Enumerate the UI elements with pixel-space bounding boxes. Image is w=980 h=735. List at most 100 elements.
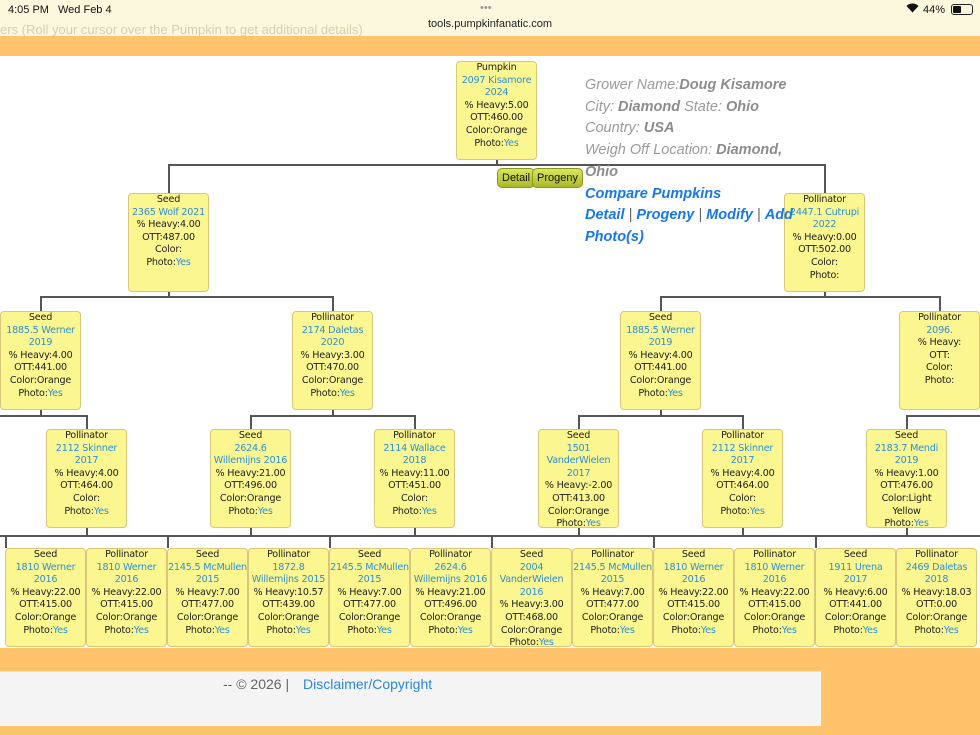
pumpkin-link[interactable]: 2112 Skinner 2017: [711, 442, 774, 467]
pumpkin-link[interactable]: 2114 Wallace 2018: [383, 442, 446, 467]
photo-link[interactable]: Yes: [214, 624, 230, 636]
heavy-value: 22.00: [701, 586, 729, 598]
photo-link[interactable]: Yes: [47, 387, 63, 399]
ott-label: OTT:: [748, 599, 769, 611]
pumpkin-link[interactable]: 1810 Werner 2016: [96, 561, 157, 586]
address-bar[interactable]: tools.pumpkinfanatic.com: [427, 18, 553, 30]
pumpkin-link[interactable]: 2183.7 Mendi 2019: [874, 442, 939, 467]
photo-link[interactable]: Yes: [781, 624, 797, 636]
pumpkin-link[interactable]: 2145.5 McMullen 2015: [168, 561, 247, 586]
pumpkin-link[interactable]: 1501 VanderWielen 2017: [546, 442, 611, 479]
color-value: Orange: [770, 611, 806, 623]
photo-link[interactable]: Yes: [52, 624, 68, 636]
pumpkin-link[interactable]: 2145.5 McMullen 2015: [573, 561, 652, 586]
disclaimer-link[interactable]: Disclaimer/Copyright: [303, 676, 433, 692]
pumpkin-link[interactable]: 2365 Wolf 2021: [132, 206, 205, 218]
pumpkin-link[interactable]: 2624.6 Willemijns 2016: [413, 561, 488, 586]
photo-link[interactable]: Yes: [913, 518, 929, 530]
color-label: Color:: [338, 611, 366, 623]
detail-link[interactable]: Detail: [585, 207, 625, 224]
photo-link[interactable]: Yes: [700, 624, 716, 636]
photo-label: Photo:: [752, 624, 782, 636]
pumpkin-link[interactable]: 2096.: [926, 324, 953, 336]
photo-link[interactable]: Yes: [133, 624, 149, 636]
photo-link[interactable]: Yes: [257, 505, 273, 517]
pumpkin-link[interactable]: 2447.1 Cutrupi 2022: [789, 206, 860, 231]
photo-link[interactable]: Yes: [421, 505, 437, 517]
pumpkin-link[interactable]: 2174 Daletas 2020: [301, 324, 364, 349]
photo-link[interactable]: Yes: [339, 387, 355, 399]
compare-pumpkins-link[interactable]: Compare Pumpkins: [585, 185, 722, 202]
ott-label: OTT:: [181, 599, 202, 611]
photo-link[interactable]: Yes: [376, 624, 392, 636]
tab-menu-icon[interactable]: •••: [480, 2, 492, 14]
pumpkin-link[interactable]: 1810 Werner 2016: [15, 561, 76, 586]
pumpkin-link[interactable]: 1872.8 Willemijns 2015: [251, 561, 326, 586]
node-role: Pollinator: [915, 549, 958, 560]
pumpkin-link[interactable]: 1885.5 Werner 2019: [6, 324, 75, 349]
photo-link[interactable]: Yes: [667, 387, 683, 399]
color-value: Orange: [365, 611, 401, 623]
color-label: Color:: [176, 611, 204, 623]
connector-line: [660, 410, 662, 416]
pumpkin-link[interactable]: 2004 VanderWielen 2016: [499, 561, 564, 598]
photo-link[interactable]: Yes: [457, 624, 473, 636]
ott-label: OTT:: [829, 599, 850, 611]
pumpkin-link[interactable]: 1911 Urena 2017: [828, 561, 883, 586]
photo-link[interactable]: Yes: [93, 505, 109, 517]
modify-link[interactable]: Modify: [706, 207, 753, 224]
pumpkin-link[interactable]: 1810 Werner 2016: [663, 561, 724, 586]
photo-link[interactable]: Yes: [175, 256, 191, 268]
photo-link[interactable]: Yes: [862, 624, 878, 636]
progeny-link[interactable]: Progeny: [636, 207, 695, 224]
photo-link[interactable]: Yes: [585, 518, 601, 530]
photo-link[interactable]: Yes: [619, 624, 635, 636]
photo-link[interactable]: Yes: [503, 137, 519, 149]
separator: |: [624, 207, 637, 224]
pumpkin-link[interactable]: 2112 Skinner 2017: [55, 442, 118, 467]
photo-label: Photo:: [720, 505, 750, 517]
heavy-value: 6.00: [866, 586, 888, 598]
connector-line: [40, 296, 42, 311]
pumpkin-link[interactable]: 2624.6 Willemijns 2016: [213, 442, 288, 467]
photo-link[interactable]: Yes: [538, 637, 554, 649]
ott-value: 464.00: [736, 480, 770, 492]
pumpkin-link[interactable]: 1885.5 Werner 2019: [626, 324, 695, 349]
pumpkin-link[interactable]: 2097 Kisamore 2024: [461, 74, 532, 99]
photo-link[interactable]: Yes: [749, 505, 765, 517]
add-photos-link[interactable]: Add Photo(s): [585, 207, 793, 245]
detail-button[interactable]: Detail: [497, 168, 536, 188]
pumpkin-link[interactable]: 1810 Werner 2016: [744, 561, 805, 586]
progeny-button[interactable]: Progeny: [532, 168, 583, 188]
pumpkin-link[interactable]: 2469 Daletas 2018: [905, 561, 968, 586]
photo-link[interactable]: Yes: [943, 624, 959, 636]
pumpkin-link[interactable]: 2145.5 McMullen 2015: [330, 561, 409, 586]
photo-link[interactable]: Yes: [295, 624, 311, 636]
state-label: State:: [680, 98, 727, 115]
